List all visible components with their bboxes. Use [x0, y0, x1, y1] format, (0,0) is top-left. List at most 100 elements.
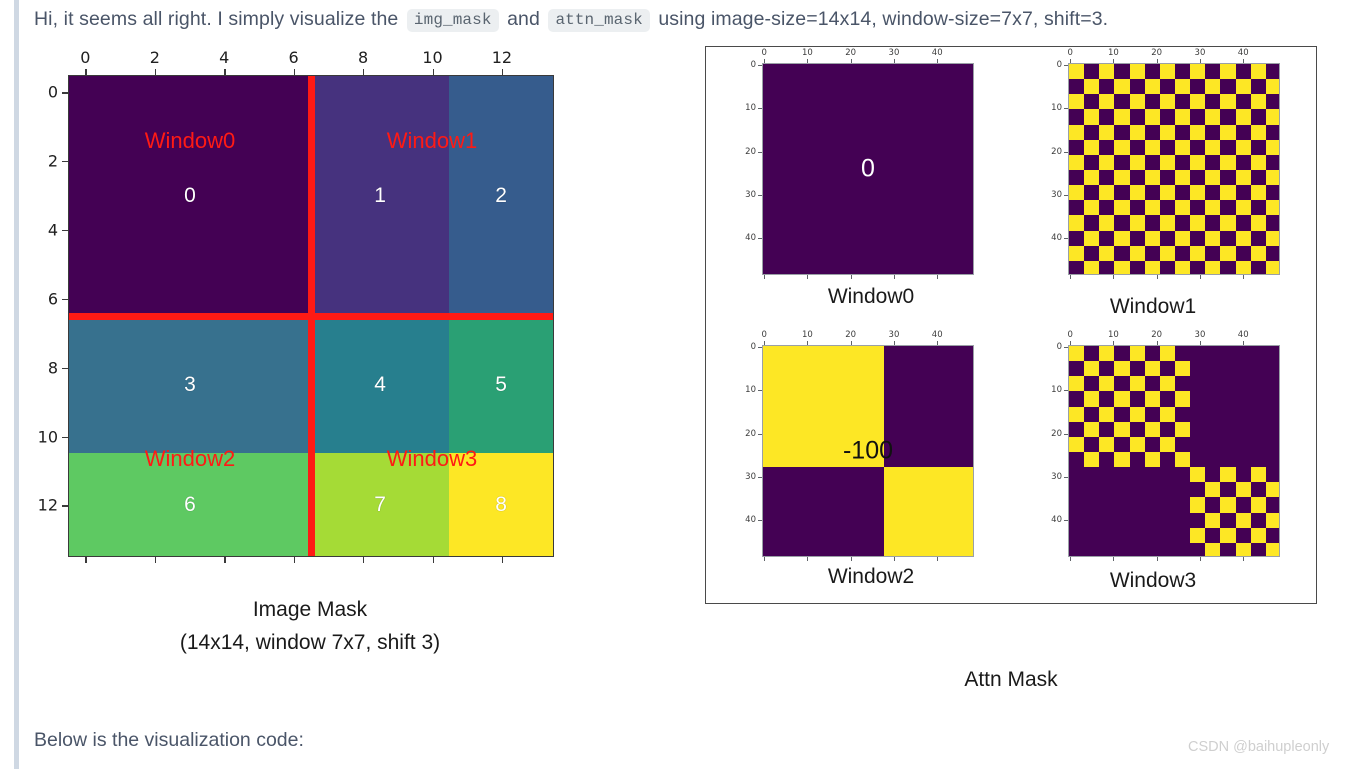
- attn-mask-cell: [1129, 215, 1145, 231]
- attn-mask-cell: [1069, 215, 1085, 231]
- attn-mask-cell: [1069, 64, 1085, 80]
- attn-xtick: [1070, 341, 1072, 345]
- image-mask-xtick-label: 4: [219, 48, 230, 67]
- attn-xtick-label: 0: [761, 48, 767, 58]
- attn-xtick-label: 10: [802, 330, 813, 340]
- attn-mask-cell: [1220, 467, 1236, 483]
- attn-xtick-label: 10: [802, 48, 813, 58]
- attn-ytick-label: 20: [745, 146, 756, 157]
- attn-xtick: [1199, 59, 1201, 63]
- attn-mask-cell: [1235, 139, 1251, 155]
- attn-mask-cell: [1220, 215, 1236, 231]
- attn-mask-cell: [1235, 512, 1251, 528]
- attn-mask-cell: [1205, 139, 1221, 155]
- attn-ytick-label: 30: [745, 189, 756, 200]
- code-chip-img-mask: img_mask: [406, 9, 499, 32]
- image-mask-xtick-label: 8: [357, 48, 369, 67]
- attn-mask-cell: [1175, 139, 1191, 155]
- image-mask-region-value: 4: [374, 372, 386, 396]
- attn-mask-cell: [1250, 154, 1266, 170]
- attn-mask-cell: [1250, 527, 1266, 543]
- attn-mask-cell: [1129, 406, 1145, 422]
- attn-ytick-label: 40: [1051, 233, 1062, 244]
- attn-xtick-bottom: [1113, 275, 1115, 279]
- code-chip-attn-mask: attn_mask: [548, 9, 650, 32]
- image-mask-ytick: [62, 298, 68, 301]
- watermark: CSDN @baihupleonly: [1188, 739, 1330, 755]
- attn-mask-cell: [1114, 139, 1130, 155]
- image-mask-region-value: 7: [374, 492, 386, 516]
- attn-mask-cell: [1235, 542, 1251, 556]
- attn-mask-cell: [1265, 230, 1279, 246]
- attn-mask-cell: [1220, 185, 1236, 201]
- attn-mask-cell: [1190, 64, 1206, 80]
- attn-mask-cell: [1099, 346, 1115, 362]
- attn-xtick: [1156, 341, 1158, 345]
- attn-mask-cell: [1114, 79, 1130, 95]
- image-mask-xtick-label: 10: [422, 48, 443, 67]
- attn-xtick: [807, 341, 809, 345]
- attn-mask-cell: [1190, 467, 1206, 483]
- quote-rail: [14, 0, 19, 769]
- attn-mask-cell: [1069, 94, 1085, 110]
- attn-ytick-label: 0: [1056, 342, 1062, 353]
- attn-mask-cell: [1114, 452, 1130, 468]
- attn-mask-cell: [1265, 542, 1279, 556]
- attn-xtick-bottom: [807, 557, 809, 561]
- attn-mask-cell: [1099, 124, 1115, 140]
- attn-xtick-bottom: [764, 557, 766, 561]
- attn-ytick-label: 0: [750, 60, 756, 71]
- attn-panel-title-3: Window3: [1109, 569, 1197, 592]
- image-mask-caption: Image Mask (14x14, window 7x7, shift 3): [0, 594, 620, 659]
- attn-mask-cell: [1175, 452, 1191, 468]
- attn-mask-cell: [1144, 260, 1160, 274]
- attn-ytick-label: 20: [745, 428, 756, 439]
- image-mask-xtick-bottom: [363, 557, 365, 563]
- image-mask-xtick: [224, 69, 226, 75]
- attn-mask-cell: [1205, 260, 1221, 274]
- attn-ytick: [758, 520, 762, 522]
- attn-ytick: [758, 238, 762, 240]
- attn-mask-cell: [1235, 170, 1251, 186]
- attn-mask-cell: [1265, 109, 1279, 125]
- attn-mask-cell: [1144, 109, 1160, 125]
- attn-xtick: [1199, 341, 1201, 345]
- attn-ytick-label: 30: [1051, 471, 1062, 482]
- attn-ytick-label: 0: [1056, 60, 1062, 71]
- image-mask-xtick-bottom: [293, 557, 296, 563]
- attn-mask-cell: [1084, 361, 1100, 377]
- attn-mask-cell: [1084, 139, 1100, 155]
- attn-mask-cell: [1190, 94, 1206, 110]
- attn-ytick: [758, 194, 762, 196]
- attn-mask-cell: [1069, 376, 1085, 392]
- attn-xtick-bottom: [1113, 557, 1115, 561]
- attn-xtick-bottom: [850, 275, 852, 279]
- attn-value-label: -100: [842, 436, 894, 465]
- header-sentence: Hi, it seems all right. I simply visuali…: [34, 8, 1334, 32]
- attn-xtick: [937, 341, 939, 345]
- attn-mask-cell: [1250, 94, 1266, 110]
- attn-xtick: [1070, 59, 1072, 63]
- attn-axes-window1: [1068, 63, 1280, 275]
- attn-mask-cell: [1069, 245, 1085, 261]
- attn-xtick: [764, 59, 766, 63]
- image-mask-ytick: [62, 367, 68, 370]
- attn-mask-cell: [1099, 376, 1115, 392]
- shift-separator-horizontal: [69, 312, 553, 320]
- attn-mask-cell: [1265, 200, 1279, 216]
- image-mask-xtick: [85, 69, 87, 75]
- attn-mask-cell: [1175, 391, 1191, 407]
- attn-mask-cell: [1220, 124, 1236, 140]
- attn-mask-cell: [1114, 170, 1130, 186]
- attn-mask-cell: [1190, 527, 1206, 543]
- attn-xtick: [1156, 59, 1158, 63]
- attn-mask-cell: [1129, 154, 1145, 170]
- attn-ytick: [1064, 476, 1068, 478]
- attn-ytick-label: 40: [1051, 515, 1062, 526]
- image-mask-ytick-label: 2: [47, 151, 58, 171]
- attn-mask-cell: [1220, 497, 1236, 513]
- image-mask-region-value: 0: [184, 184, 196, 207]
- attn-xtick-bottom: [1199, 557, 1201, 561]
